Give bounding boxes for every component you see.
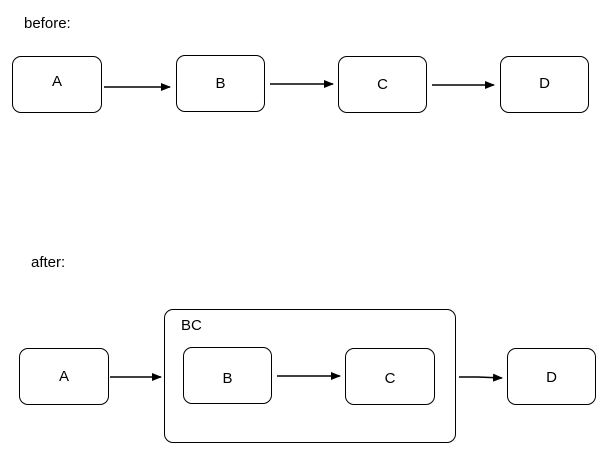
after-node-c[interactable]: C [345, 348, 435, 405]
after-node-d-label: D [546, 369, 557, 386]
before-node-d-label: D [539, 75, 550, 92]
after-arrow-bc-d [459, 373, 503, 382]
after-node-a-label: A [58, 368, 69, 385]
before-node-d[interactable]: D [500, 56, 589, 113]
before-node-a[interactable]: A [12, 56, 102, 113]
after-label: after: [31, 254, 66, 271]
before-node-c[interactable]: C [338, 56, 427, 113]
before-node-c-label: C [377, 76, 388, 93]
before-node-a-label: A [51, 73, 62, 90]
before-node-b-label: B [215, 75, 226, 92]
after-node-c-label: C [384, 370, 396, 387]
group-bc-label: BC [181, 317, 202, 334]
after-node-d[interactable]: D [507, 348, 596, 405]
after-node-a[interactable]: A [19, 348, 109, 405]
after-node-b-label: B [222, 370, 233, 387]
after-node-b[interactable]: B [183, 347, 272, 404]
before-label: before: [24, 15, 71, 32]
before-node-b[interactable]: B [176, 55, 265, 112]
